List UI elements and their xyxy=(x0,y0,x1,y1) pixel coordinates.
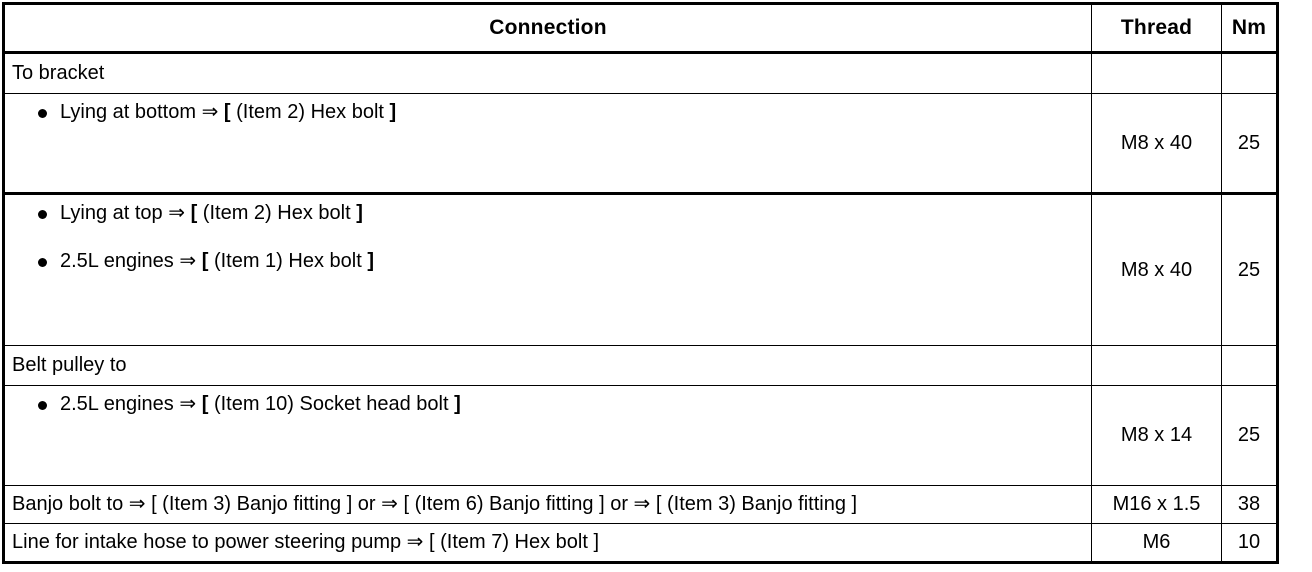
section-label: To bracket xyxy=(12,62,105,84)
bullet-item-text: (Item 1) Hex bolt xyxy=(213,250,362,272)
table-row: Lying at top ⇒ [ (Item 2) Hex bolt ] 2.5… xyxy=(3,192,1278,346)
cell-connection: Lying at top ⇒ [ (Item 2) Hex bolt ] 2.5… xyxy=(3,192,1092,346)
bracket-open: [ xyxy=(201,250,209,272)
list-item: 2.5L engines ⇒ [ (Item 10) Socket head b… xyxy=(12,391,1085,417)
table-header: Connection Thread Nm xyxy=(3,3,1278,54)
table-row: Banjo bolt to ⇒ [ (Item 3) Banjo fitting… xyxy=(3,485,1278,524)
table-row: Belt pulley to xyxy=(3,345,1278,386)
double-arrow-icon: ⇒ xyxy=(179,250,197,272)
double-arrow-icon: ⇒ xyxy=(201,101,219,123)
column-header-connection: Connection xyxy=(3,3,1092,54)
bullet-text-prefix: Lying at bottom xyxy=(60,101,197,123)
header-row: Connection Thread Nm xyxy=(3,3,1278,54)
double-arrow-icon: ⇒ xyxy=(168,202,185,224)
cell-nm: 25 xyxy=(1221,93,1278,194)
bullet-text-prefix: Lying at top xyxy=(60,202,163,224)
list-item: Lying at top ⇒ [ (Item 2) Hex bolt ] xyxy=(12,200,1085,226)
bracket-open: [ xyxy=(190,202,198,224)
bullet-text-prefix: 2.5L engines xyxy=(60,250,174,272)
cell-thread: M6 xyxy=(1091,523,1222,563)
column-header-thread: Thread xyxy=(1091,3,1222,54)
cell-nm: 25 xyxy=(1221,192,1278,346)
cell-connection: To bracket xyxy=(3,52,1092,94)
cell-thread xyxy=(1091,52,1222,94)
connection-text: Line for intake hose to power steering p… xyxy=(12,531,600,553)
list-item: 2.5L engines ⇒ [ (Item 1) Hex bolt ] xyxy=(12,248,1085,274)
double-arrow-icon: ⇒ xyxy=(179,393,197,415)
cell-connection: 2.5L engines ⇒ [ (Item 10) Socket head b… xyxy=(3,385,1092,486)
list-item: Lying at bottom ⇒ [ (Item 2) Hex bolt ] xyxy=(12,99,1085,125)
bracket-close: ] xyxy=(367,250,374,272)
bullet-item-text: (Item 2) Hex bolt xyxy=(202,202,351,224)
bullet-list: Lying at top ⇒ [ (Item 2) Hex bolt ] 2.5… xyxy=(12,200,1085,274)
cell-nm xyxy=(1221,345,1278,386)
connection-text: Banjo bolt to ⇒ [ (Item 3) Banjo fitting… xyxy=(12,493,858,515)
bullet-list: Lying at bottom ⇒ [ (Item 2) Hex bolt ] xyxy=(12,99,1085,125)
table-row: Lying at bottom ⇒ [ (Item 2) Hex bolt ] … xyxy=(3,93,1278,194)
bullet-list: 2.5L engines ⇒ [ (Item 10) Socket head b… xyxy=(12,391,1085,417)
cell-connection: Belt pulley to xyxy=(3,345,1092,386)
cell-nm: 10 xyxy=(1221,523,1278,563)
cell-thread: M8 x 14 xyxy=(1091,385,1222,486)
bracket-open: [ xyxy=(223,101,231,123)
table-row: 2.5L engines ⇒ [ (Item 10) Socket head b… xyxy=(3,385,1278,486)
cell-thread xyxy=(1091,345,1222,386)
cell-connection: Lying at bottom ⇒ [ (Item 2) Hex bolt ] xyxy=(3,93,1092,194)
cell-thread: M16 x 1.5 xyxy=(1091,485,1222,524)
table-row: To bracket xyxy=(3,52,1278,94)
cell-connection: Line for intake hose to power steering p… xyxy=(3,523,1092,563)
table-row: Line for intake hose to power steering p… xyxy=(3,523,1278,563)
column-header-nm: Nm xyxy=(1221,3,1278,54)
cell-nm: 25 xyxy=(1221,385,1278,486)
cell-nm: 38 xyxy=(1221,485,1278,524)
torque-spec-table: Connection Thread Nm To bracket Lying at… xyxy=(2,2,1279,564)
bracket-open: [ xyxy=(201,393,209,415)
cell-nm xyxy=(1221,52,1278,94)
bullet-item-text: (Item 10) Socket head bolt xyxy=(213,393,449,415)
cell-connection: Banjo bolt to ⇒ [ (Item 3) Banjo fitting… xyxy=(3,485,1092,524)
bracket-close: ] xyxy=(454,393,461,415)
bullet-item-text: (Item 2) Hex bolt xyxy=(236,101,384,123)
cell-thread: M8 x 40 xyxy=(1091,192,1222,346)
bracket-close: ] xyxy=(356,202,363,224)
table-body: To bracket Lying at bottom ⇒ [ (Item 2) … xyxy=(3,52,1278,563)
cell-thread: M8 x 40 xyxy=(1091,93,1222,194)
bullet-text-prefix: 2.5L engines xyxy=(60,393,174,415)
bracket-close: ] xyxy=(389,101,397,123)
section-label: Belt pulley to xyxy=(12,354,127,376)
